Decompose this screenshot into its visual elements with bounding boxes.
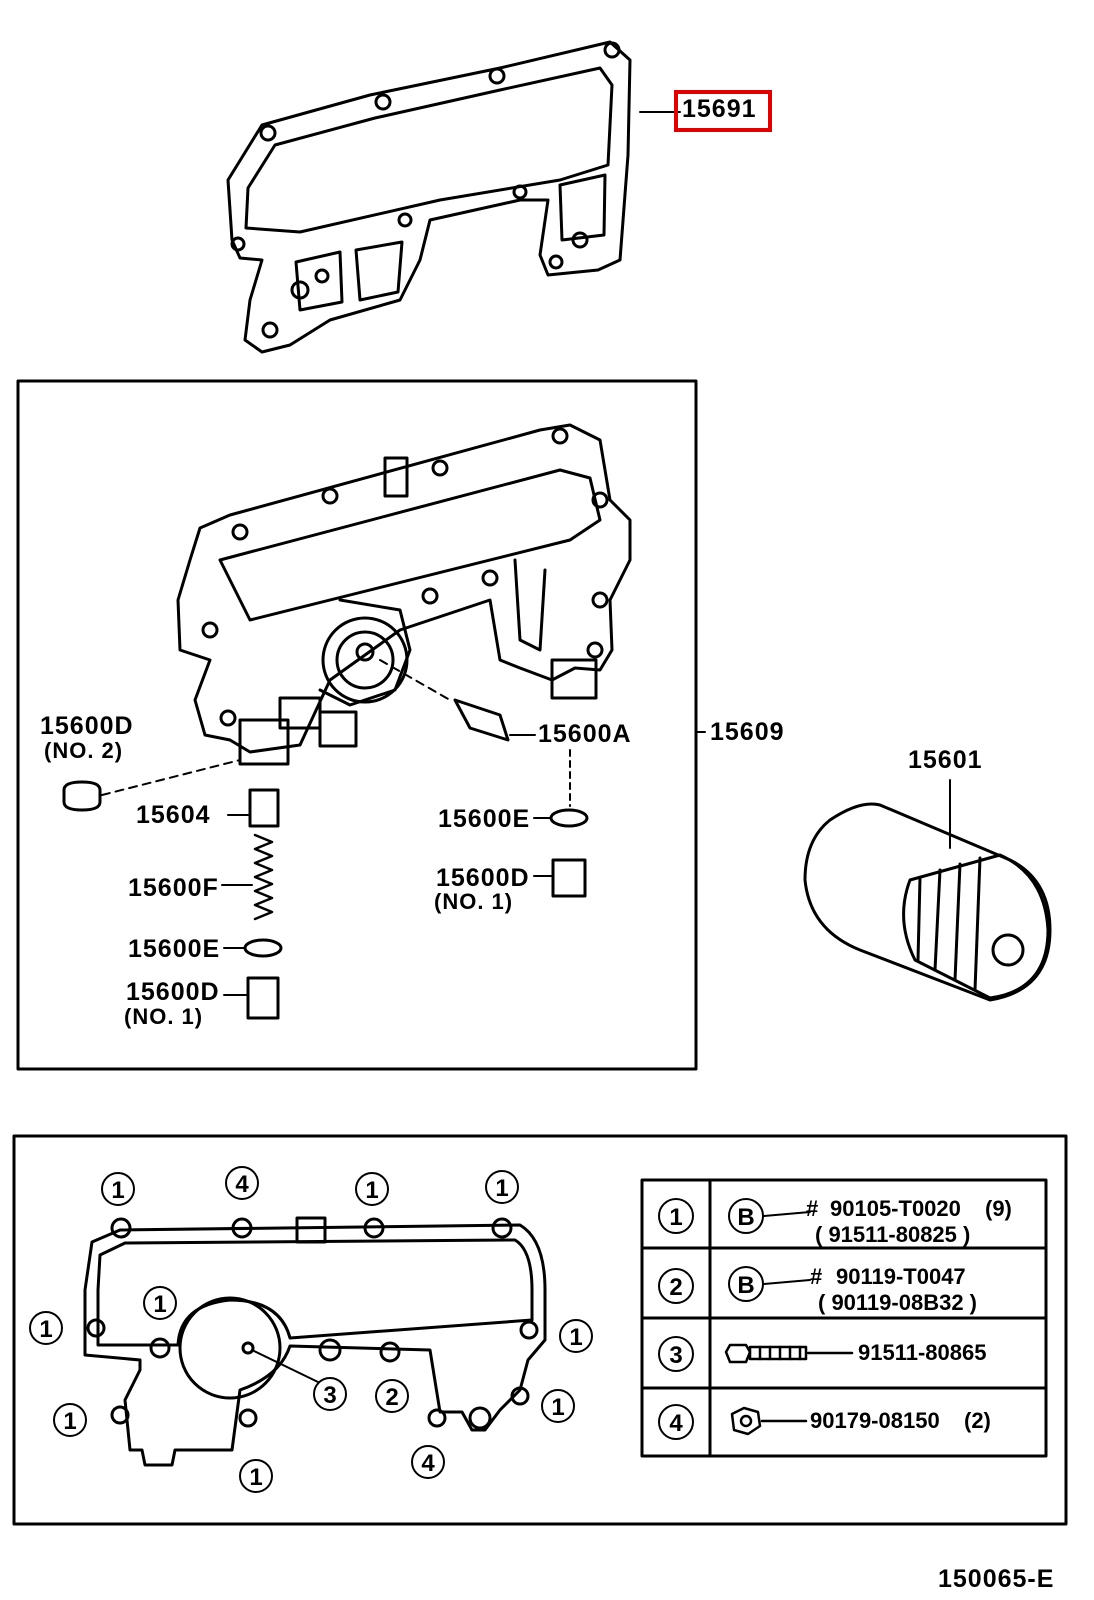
- callout-1-left: 1: [39, 1316, 52, 1343]
- callout-4-top: 4: [235, 1171, 249, 1198]
- oil-cooler-drawing[interactable]: [62, 423, 706, 1020]
- part-label-15600e-left[interactable]: 15600E: [128, 935, 221, 963]
- callout-4-bottom: 4: [421, 1450, 435, 1477]
- gasket-drawing[interactable]: [226, 40, 681, 354]
- legend-alt-1: ( 91511-80825 ): [815, 1222, 970, 1247]
- bolt-layout-drawing: [83, 1216, 547, 1467]
- part-note-no1-left: (NO. 1): [124, 1004, 204, 1029]
- legend-qty-1: (9): [985, 1196, 1012, 1221]
- callout-1-lower-right: 1: [551, 1394, 564, 1421]
- callout-3: 3: [323, 1382, 336, 1409]
- part-note-no2: (NO. 2): [44, 738, 124, 763]
- legend-alt-2: ( 90119-08B32 ): [818, 1290, 977, 1315]
- legend-part-3: 91511-80865: [858, 1340, 986, 1365]
- callout-2: 2: [385, 1384, 398, 1411]
- selected-part-highlight: [674, 90, 772, 132]
- nut-icon: [730, 1406, 808, 1436]
- legend-type-1: B: [737, 1204, 754, 1231]
- callout-1-top1: 1: [111, 1177, 124, 1204]
- legend-part-1: 90105-T0020: [830, 1196, 961, 1221]
- part-label-15600d-no1-right[interactable]: 15600D: [436, 864, 530, 892]
- part-label-15600f[interactable]: 15600F: [128, 874, 219, 902]
- legend-type-2: B: [737, 1272, 754, 1299]
- part-label-15600d-no2[interactable]: 15600D: [40, 712, 134, 740]
- part-label-15600e-right[interactable]: 15600E: [438, 805, 531, 833]
- bolt-icon: [724, 1343, 854, 1364]
- part-label-15600d-no1-left[interactable]: 15600D: [126, 978, 220, 1006]
- legend-qty-4: (2): [964, 1408, 991, 1433]
- part-note-no1-right: (NO. 1): [434, 889, 514, 914]
- legend-hash-2: #: [810, 1264, 822, 1289]
- legend-num-1: 1: [669, 1204, 682, 1231]
- callout-1-top3: 1: [365, 1177, 378, 1204]
- legend-num-3: 3: [669, 1342, 682, 1369]
- legend-num-2: 2: [669, 1274, 682, 1301]
- diagram-id: 150065-E: [938, 1565, 1055, 1593]
- part-label-15609[interactable]: 15609: [710, 718, 785, 746]
- callout-1-lower-left: 1: [63, 1408, 76, 1435]
- callout-1-top4: 1: [495, 1175, 508, 1202]
- callout-1-right: 1: [569, 1324, 582, 1351]
- legend-num-4: 4: [669, 1410, 683, 1437]
- part-label-15604[interactable]: 15604: [136, 801, 211, 829]
- oil-filter-drawing[interactable]: [803, 779, 1052, 1002]
- callout-1-bottom: 1: [249, 1464, 262, 1491]
- legend-hash-1: #: [806, 1196, 818, 1221]
- part-label-15600a[interactable]: 15600A: [538, 720, 632, 748]
- part-label-15601[interactable]: 15601: [908, 746, 983, 774]
- legend-part-4: 90179-08150: [810, 1408, 940, 1433]
- legend-table: [640, 1178, 1048, 1458]
- part-label-15691[interactable]: 15691: [682, 95, 757, 123]
- legend-part-2: 90119-T0047: [836, 1264, 966, 1289]
- callout-1-inner: 1: [153, 1291, 166, 1318]
